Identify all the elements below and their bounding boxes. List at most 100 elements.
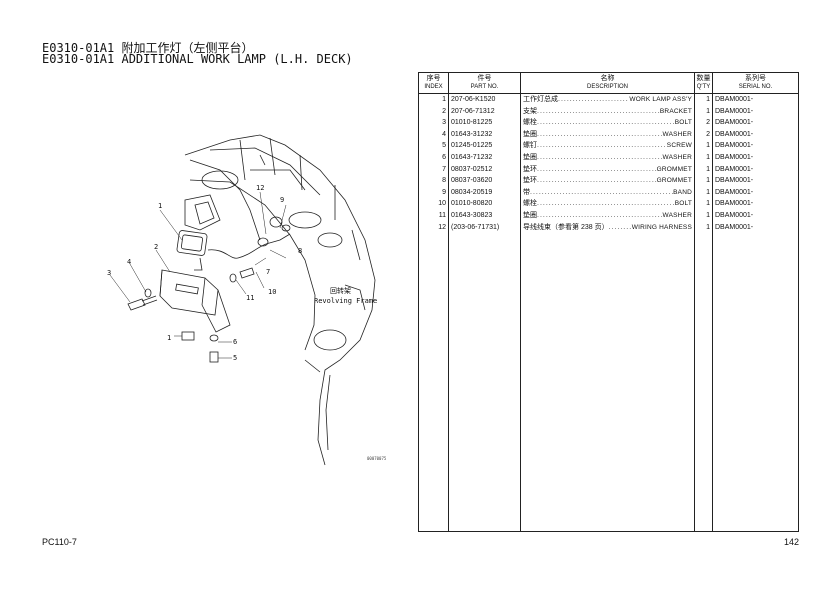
description-english: BAND	[673, 188, 692, 196]
leader-dots: ........................................…	[537, 107, 660, 115]
cell-serial: DBAM0001-	[712, 198, 799, 210]
cell-index: 5	[418, 140, 449, 152]
leader-dots: ........................................…	[537, 130, 663, 138]
description-english: BOLT	[674, 200, 692, 208]
revolving-frame-outline	[184, 134, 376, 466]
bolt-set-right	[229, 267, 255, 283]
description-english: BRACKET	[659, 107, 692, 115]
cell-serial: DBAM0001-	[712, 209, 799, 222]
filler-cell	[448, 233, 521, 533]
callout-5: 5	[233, 354, 237, 362]
cell-qty: 1	[694, 186, 713, 199]
description-chinese: 螺栓	[523, 200, 537, 208]
cell-part-no: 08037-03620	[448, 175, 521, 187]
leader-dots: ........................................…	[537, 165, 657, 173]
description-english: WORK LAMP ASS'Y	[629, 96, 692, 103]
leader-dots: ........................................…	[530, 188, 673, 196]
cell-description: 螺钉......................................…	[520, 140, 695, 152]
cell-serial: DBAM0001-	[712, 105, 799, 118]
cell-index: 4	[418, 128, 449, 141]
cell-serial: DBAM0001-	[712, 117, 799, 129]
wiring-harness	[207, 216, 291, 259]
header-part-no-en: PART NO.	[448, 83, 521, 94]
description-chinese: 垫圈	[523, 153, 537, 161]
callout-1-lower: 1	[167, 334, 171, 342]
cell-index: 2	[418, 105, 449, 118]
cell-index: 3	[418, 117, 449, 129]
header-qty-en: Q'TY	[694, 83, 713, 94]
cell-part-no: 01010-81225	[448, 117, 521, 129]
cell-serial: DBAM0001-	[712, 175, 799, 187]
exploded-parts-drawing: 1 2 3 4 5 6 7 8 9 10 11 12 1 回转架 Revolvi…	[107, 134, 387, 466]
frame-label-chinese: 回转架	[330, 286, 351, 295]
filler-cell	[520, 233, 695, 533]
leader-dots: ........................................…	[537, 153, 663, 161]
description-english: WASHER	[662, 211, 692, 219]
cell-qty: 1	[694, 163, 713, 176]
work-lamp	[176, 230, 208, 271]
filler-cell	[694, 233, 713, 533]
cell-description: 垫环......................................…	[520, 163, 695, 176]
leader-lines	[109, 191, 287, 359]
cell-serial: DBAM0001-	[712, 221, 799, 234]
table-row: 12(203-06-71731)导线线束（参看第 238 页）.........…	[418, 221, 799, 234]
parts-table-header: 序号 件号 名称 数量 系列号 INDEX PART NO. DESCRIPTI…	[418, 72, 799, 94]
callout-12: 12	[256, 184, 264, 192]
cell-part-no: 01643-30823	[448, 209, 521, 222]
cell-serial: DBAM0001-	[712, 140, 799, 152]
callout-2: 2	[154, 243, 158, 251]
callout-9: 9	[280, 196, 284, 204]
leader-dots: ........................................…	[537, 119, 675, 127]
cell-description: 垫圈......................................…	[520, 128, 695, 141]
description-chinese: 导线线束（参看第 238 页）	[523, 223, 609, 231]
cell-description: 垫圈......................................…	[520, 151, 695, 164]
cell-qty: 1	[694, 198, 713, 210]
page-title-english: E0310-01A1 ADDITIONAL WORK LAMP (L.H. DE…	[42, 52, 353, 66]
cell-qty: 2	[694, 128, 713, 141]
description-english: GROMMET	[656, 165, 692, 173]
cell-description: 螺栓......................................…	[520, 198, 695, 210]
cell-serial: DBAM0001-	[712, 128, 799, 141]
callout-8: 8	[298, 247, 302, 255]
cell-description: 带.......................................…	[520, 186, 695, 199]
cell-index: 12	[418, 221, 449, 234]
leader-dots: ........................................…	[608, 223, 632, 231]
lamp-bracket	[159, 269, 231, 333]
page-number: 142	[784, 537, 800, 547]
cell-description: 支架......................................…	[520, 105, 695, 118]
callout-1: 1	[158, 202, 162, 210]
header-serial-cn: 系列号	[712, 72, 799, 83]
header-index-en: INDEX	[418, 83, 449, 94]
cell-part-no: 08034-20519	[448, 186, 521, 199]
callout-6: 6	[233, 338, 237, 346]
cell-index: 6	[418, 151, 449, 164]
page-title-chinese: E0310-01A1 附加工作灯（左侧平台）	[42, 41, 254, 55]
callout-10: 10	[268, 288, 276, 296]
description-chinese: 垫环	[523, 177, 537, 185]
cell-part-no: 08037-02512	[448, 163, 521, 176]
description-english: WASHER	[662, 153, 692, 161]
cell-description: 垫圈......................................…	[520, 209, 695, 222]
description-english: GROMMET	[656, 177, 692, 185]
cell-part-no: 01643-31232	[448, 128, 521, 141]
cell-qty: 1	[694, 221, 713, 234]
cell-part-no: (203-06-71731)	[448, 221, 521, 234]
description-chinese: 工作灯总成	[523, 96, 558, 103]
description-chinese: 垫圈	[523, 130, 537, 138]
cell-index: 10	[418, 198, 449, 210]
description-chinese: 螺钉	[523, 142, 537, 150]
description-english: SCREW	[666, 142, 692, 150]
machine-model: PC110-7	[42, 537, 77, 547]
leader-dots: ........................................…	[558, 96, 629, 103]
description-english: WASHER	[662, 130, 692, 138]
cell-part-no: 207-06-71312	[448, 105, 521, 118]
callout-7: 7	[266, 268, 270, 276]
cell-description: 垫环......................................…	[520, 175, 695, 187]
cell-qty: 1	[694, 209, 713, 222]
description-chinese: 螺栓	[523, 119, 537, 127]
cell-description: 工作灯总成...................................…	[520, 93, 695, 106]
bolt-set-left	[127, 288, 158, 311]
